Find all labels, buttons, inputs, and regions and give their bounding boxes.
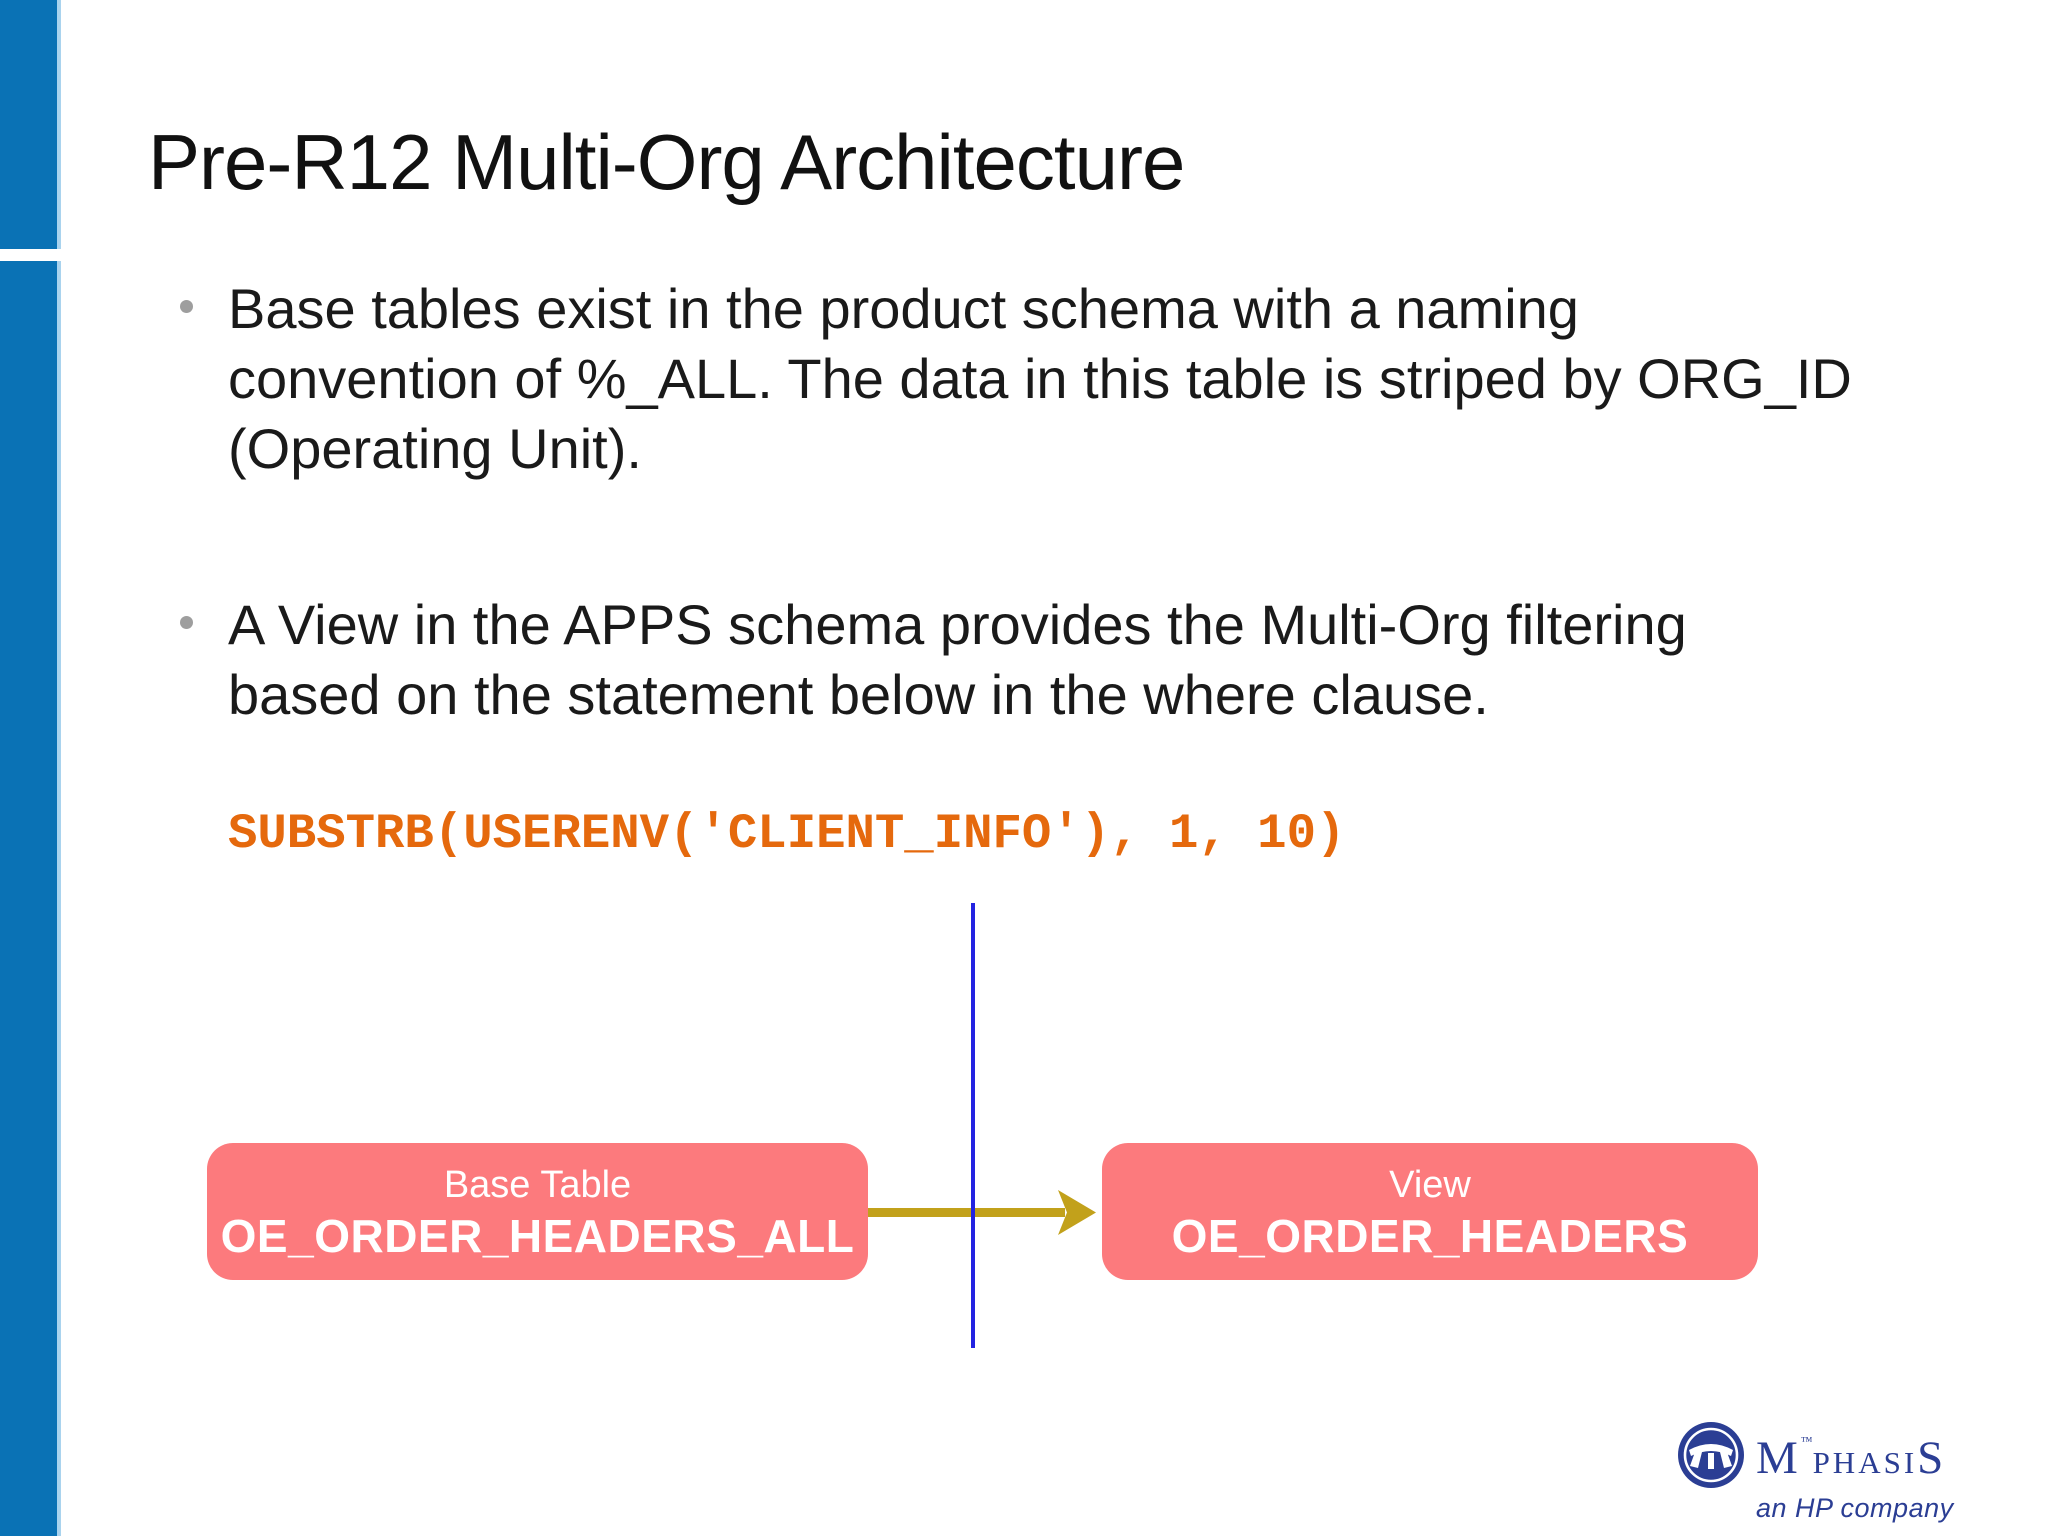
mphasis-logo: M™PHASIS an HP company — [1676, 1418, 1956, 1523]
bullet-item-2: A View in the APPS schema provides the M… — [180, 590, 1687, 730]
view-label: View — [1389, 1163, 1471, 1206]
org-divider-line — [971, 903, 975, 1348]
bullet-item-1: Base tables exist in the product schema … — [180, 274, 1852, 484]
view-name: OE_ORDER_HEADERS — [1171, 1209, 1689, 1262]
left-accent-bar-bottom — [0, 261, 61, 1536]
trademark-symbol: ™ — [1800, 1434, 1813, 1448]
sql-code-snippet: SUBSTRB(USERENV('CLIENT_INFO'), 1, 10) — [228, 806, 1346, 862]
bullet-text-2: A View in the APPS schema provides the M… — [228, 593, 1687, 726]
brand-text: M™PHASIS an HP company — [1756, 1418, 1954, 1523]
bullet-dot — [180, 616, 193, 629]
bullet-text-1: Base tables exist in the product schema … — [228, 277, 1852, 480]
base-table-name: OE_ORDER_HEADERS_ALL — [220, 1209, 855, 1262]
brand-tagline: an HP company — [1756, 1493, 1954, 1523]
base-table-label: Base Table — [443, 1163, 632, 1206]
base-table-box: Base Table OE_ORDER_HEADERS_ALL — [207, 1143, 868, 1280]
left-accent-bar-top — [0, 0, 61, 249]
flow-arrow-icon — [868, 1190, 1096, 1235]
bullet-dot — [180, 300, 193, 313]
brand-wordmark: M™PHASIS — [1756, 1432, 1947, 1484]
view-box: View OE_ORDER_HEADERS — [1102, 1143, 1758, 1280]
slide-title: Pre-R12 Multi-Org Architecture — [148, 118, 1185, 206]
mphasis-logo-mark-icon — [1678, 1422, 1744, 1488]
